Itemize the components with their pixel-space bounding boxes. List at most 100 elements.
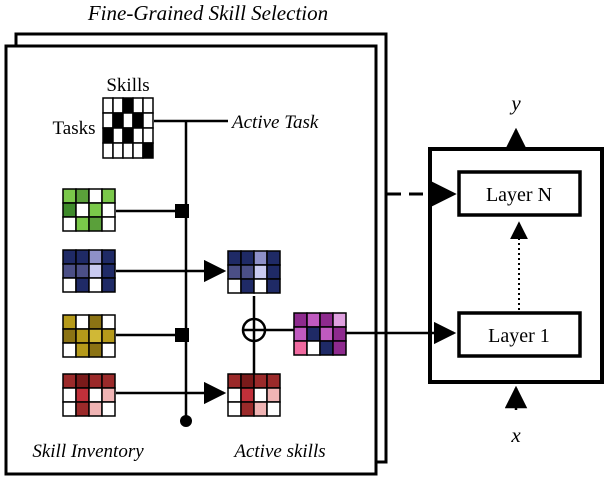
matrix-cell xyxy=(88,328,103,344)
matrix-cell xyxy=(101,328,116,344)
skill-grid-olive xyxy=(62,314,116,358)
matrix-cell xyxy=(88,387,103,403)
matrix-cell xyxy=(88,277,103,293)
matrix-cell xyxy=(101,216,116,232)
layer-n-box[interactable] xyxy=(457,170,582,217)
matrix-cell xyxy=(319,312,334,328)
matrix-cell xyxy=(132,127,144,144)
matrix-cell xyxy=(62,342,77,358)
matrix-cell xyxy=(266,401,281,417)
matrix-cell xyxy=(101,277,116,293)
matrix-cell xyxy=(101,387,116,403)
matrix-cell xyxy=(102,97,114,114)
matrix-cell xyxy=(101,314,116,330)
matrix-cell xyxy=(122,97,134,114)
matrix-cell xyxy=(62,277,77,293)
matrix-cell xyxy=(75,342,90,358)
matrix-cell xyxy=(266,250,281,266)
matrix-cell xyxy=(88,249,103,265)
combined-skill-grid xyxy=(293,312,347,356)
matrix-cell xyxy=(293,312,308,328)
matrix-cell xyxy=(319,326,334,342)
active-task-label: Active Task xyxy=(230,112,319,133)
input-x-label: x xyxy=(510,423,521,447)
matrix-cell xyxy=(266,387,281,403)
skill-grid-navy xyxy=(62,249,116,293)
matrix-cell xyxy=(101,188,116,204)
matrix-cell xyxy=(102,112,114,129)
active-skills-label: Active skills xyxy=(232,441,325,462)
matrix-cell xyxy=(142,127,154,144)
matrix-cell xyxy=(227,401,242,417)
matrix-cell xyxy=(75,328,90,344)
panel-front xyxy=(4,44,378,476)
matrix-cell xyxy=(332,312,347,328)
matrix-cell xyxy=(132,112,144,129)
olive-switch-off xyxy=(175,328,189,342)
matrix-cell xyxy=(75,314,90,330)
matrix-cell xyxy=(75,249,90,265)
matrix-cell xyxy=(266,264,281,280)
matrix-cell xyxy=(253,264,268,280)
skill-grid-maroon xyxy=(62,373,116,417)
skill-grid-green xyxy=(62,188,116,232)
matrix-cell xyxy=(240,250,255,266)
matrix-cell xyxy=(112,97,124,114)
matrix-cell xyxy=(75,277,90,293)
matrix-cell xyxy=(75,387,90,403)
matrix-cell xyxy=(253,278,268,294)
matrix-cell xyxy=(132,97,144,114)
active-skill-grid-navy xyxy=(227,250,281,294)
matrix-cell xyxy=(62,263,77,279)
matrix-cell xyxy=(253,387,268,403)
matrix-cell xyxy=(62,401,77,417)
matrix-cell xyxy=(88,188,103,204)
matrix-cell xyxy=(112,142,124,159)
matrix-cell xyxy=(101,342,116,358)
matrix-cell xyxy=(240,264,255,280)
matrix-cell xyxy=(332,326,347,342)
task-skill-matrix xyxy=(102,97,154,159)
matrix-cell xyxy=(253,250,268,266)
matrix-cell xyxy=(75,188,90,204)
matrix-cell xyxy=(227,373,242,389)
matrix-cell xyxy=(306,312,321,328)
matrix-cell xyxy=(88,202,103,218)
matrix-cell xyxy=(142,142,154,159)
skill-inventory-label: Skill Inventory xyxy=(32,441,144,462)
matrix-cell xyxy=(227,387,242,403)
active-skill-grid-maroon xyxy=(227,373,281,417)
matrix-cell xyxy=(88,401,103,417)
matrix-cell xyxy=(293,340,308,356)
matrix-cell xyxy=(88,314,103,330)
matrix-cell xyxy=(62,249,77,265)
matrix-cell xyxy=(88,373,103,389)
matrix-cell xyxy=(88,342,103,358)
matrix-cell xyxy=(266,278,281,294)
matrix-cell xyxy=(101,401,116,417)
matrix-cell xyxy=(101,249,116,265)
matrix-cell xyxy=(75,263,90,279)
matrix-cell xyxy=(240,373,255,389)
matrix-cell xyxy=(142,97,154,114)
layer-1-box[interactable] xyxy=(457,311,582,358)
matrix-cell xyxy=(227,250,242,266)
matrix-cell xyxy=(227,278,242,294)
matrix-cell xyxy=(332,340,347,356)
matrix-cell xyxy=(227,264,242,280)
matrix-cell xyxy=(293,326,308,342)
matrix-cell xyxy=(88,216,103,232)
layer-1-label: Layer 1 xyxy=(488,325,550,347)
matrix-cell xyxy=(319,340,334,356)
matrix-cell xyxy=(75,202,90,218)
matrix-cell xyxy=(112,112,124,129)
matrix-cell xyxy=(101,263,116,279)
matrix-cell xyxy=(266,373,281,389)
tasks-label: Tasks xyxy=(52,118,95,139)
skills-label: Skills xyxy=(106,75,149,96)
matrix-cell xyxy=(142,112,154,129)
matrix-cell xyxy=(122,127,134,144)
panel-title: Fine-Grained Skill Selection xyxy=(87,1,328,25)
matrix-cell xyxy=(102,142,114,159)
matrix-cell xyxy=(122,142,134,159)
